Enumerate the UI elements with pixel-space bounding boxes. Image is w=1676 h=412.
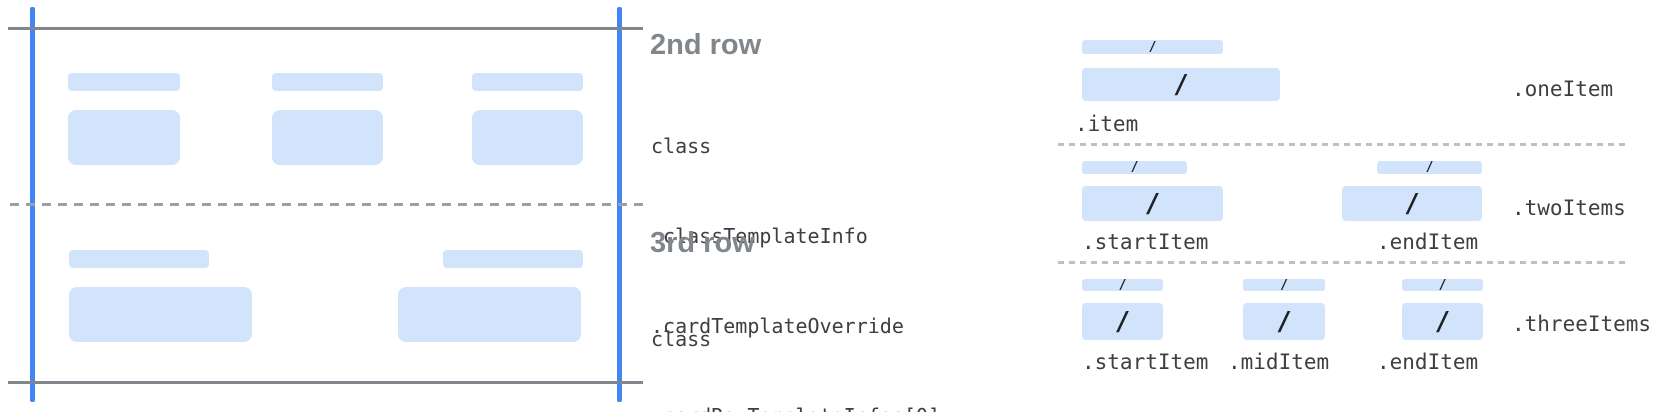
item-value-bar: / bbox=[1082, 68, 1280, 101]
layout-divider-line bbox=[1058, 143, 1630, 146]
item-name-label: .midItem bbox=[1228, 350, 1330, 374]
field-label-placeholder bbox=[68, 73, 180, 91]
slash-glyph: / bbox=[1130, 160, 1139, 175]
slash-glyph: / bbox=[1148, 39, 1157, 55]
item-name-label: .item bbox=[1075, 112, 1139, 136]
item-label-bar: / bbox=[1082, 277, 1163, 293]
row-annotation-code: class .classTemplateInfo .cardTemplateOv… bbox=[651, 71, 940, 412]
item-label-bar: / bbox=[1402, 277, 1483, 293]
field-value-placeholder bbox=[69, 287, 252, 342]
code-path-line: class bbox=[651, 327, 712, 351]
field-value-placeholder bbox=[272, 110, 383, 165]
field-value-placeholder bbox=[472, 110, 583, 165]
slash-glyph: / bbox=[1438, 277, 1447, 293]
row-annotation-heading: 2nd row bbox=[650, 29, 762, 61]
code-path-line: .cardTemplateOverride bbox=[651, 314, 904, 338]
row-divider-dashed-line bbox=[10, 203, 646, 206]
slash-glyph: / bbox=[1404, 188, 1420, 219]
code-path-line: class bbox=[651, 134, 712, 158]
row-annotation-heading: 3rd row bbox=[650, 227, 755, 259]
item-value-bar: / bbox=[1243, 303, 1325, 340]
slash-glyph: / bbox=[1280, 277, 1288, 293]
slash-glyph: / bbox=[1425, 160, 1434, 175]
slash-glyph: / bbox=[1173, 69, 1189, 100]
item-label-bar: / bbox=[1377, 160, 1482, 175]
slash-glyph: / bbox=[1276, 306, 1292, 337]
slash-glyph: / bbox=[1434, 306, 1451, 337]
field-label-placeholder bbox=[443, 250, 583, 268]
item-name-label: .endItem bbox=[1377, 230, 1479, 254]
field-label-placeholder bbox=[272, 73, 383, 91]
field-value-placeholder bbox=[68, 110, 180, 165]
layout-name-label: .threeItems bbox=[1512, 312, 1652, 336]
row-bottom-boundary-line bbox=[8, 381, 643, 384]
item-value-bar: / bbox=[1082, 303, 1163, 340]
layout-name-label: .twoItems bbox=[1512, 196, 1626, 220]
row-top-boundary-line bbox=[8, 27, 643, 30]
layout-divider-line bbox=[1058, 261, 1630, 264]
item-value-bar: / bbox=[1342, 186, 1482, 221]
item-value-bar: / bbox=[1082, 186, 1223, 221]
field-label-placeholder bbox=[472, 73, 583, 91]
item-name-label: .endItem bbox=[1377, 350, 1479, 374]
item-label-bar: / bbox=[1082, 39, 1223, 55]
slash-glyph: / bbox=[1144, 188, 1161, 219]
layout-name-label: .oneItem bbox=[1512, 77, 1614, 101]
item-label-bar: / bbox=[1243, 277, 1325, 293]
field-value-placeholder bbox=[398, 287, 581, 342]
item-label-bar: / bbox=[1082, 160, 1187, 175]
code-path-line: .cardRowTemplateInfos[0] bbox=[651, 401, 940, 412]
code-path-line: .classTemplateInfo bbox=[651, 224, 868, 248]
row-annotation-code: class .classTemplateInfo .cardTemplateOv… bbox=[651, 264, 940, 412]
field-label-placeholder bbox=[69, 250, 209, 268]
slash-glyph: / bbox=[1114, 306, 1131, 337]
item-value-bar: / bbox=[1402, 303, 1483, 340]
slash-glyph: / bbox=[1118, 277, 1127, 293]
item-name-label: .startItem bbox=[1082, 230, 1209, 254]
item-name-label: .startItem bbox=[1082, 350, 1209, 374]
